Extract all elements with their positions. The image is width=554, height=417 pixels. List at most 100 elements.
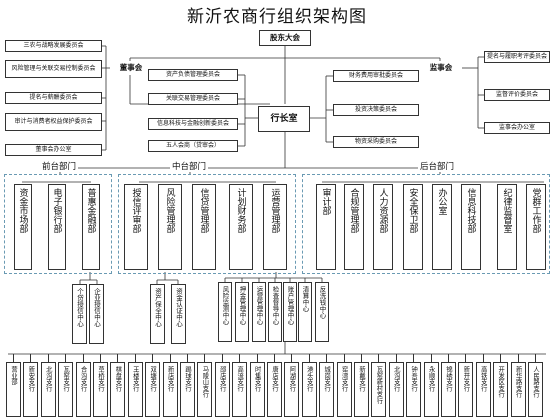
middle-department-label: 计划财务部 bbox=[235, 188, 246, 233]
middle-department: 授信评审部 bbox=[124, 184, 148, 270]
branch-connector bbox=[100, 354, 101, 362]
branch-label: 时集支行 bbox=[253, 366, 261, 392]
branch: 时集支行 bbox=[249, 362, 265, 417]
branch: 新戴支行 bbox=[354, 362, 369, 417]
branch-label: 草桥支行 bbox=[97, 366, 104, 392]
branch-label: 合沟支行 bbox=[79, 366, 87, 392]
branch: 马陵山支行 bbox=[197, 362, 213, 417]
branch: 草桥支行 bbox=[93, 362, 108, 417]
operations-center-label: 检查督导中心 bbox=[271, 286, 279, 325]
branch-label: 营业部 bbox=[10, 366, 17, 385]
branch-connector bbox=[169, 354, 171, 362]
middle-department-label: 授信评审部 bbox=[130, 188, 141, 233]
branch-connector bbox=[482, 354, 484, 362]
front-section-label: 前台部门 bbox=[40, 160, 79, 172]
branch-label: 港头支行 bbox=[305, 366, 313, 392]
branch-label: 阿湖支行 bbox=[288, 366, 296, 392]
branch-connector bbox=[517, 354, 519, 362]
back-department: 信息科技部 bbox=[461, 184, 481, 270]
middle-center-label: 资金认证中心 bbox=[174, 288, 183, 327]
branch-connector bbox=[465, 354, 467, 362]
operations-center: 账户管理中心 bbox=[283, 282, 297, 342]
back-department: 合规管理部 bbox=[344, 184, 364, 270]
branch: 新安支行 bbox=[23, 362, 39, 417]
board-committee: 风险管理与关联交易控制委员会 bbox=[5, 60, 102, 78]
back-department: 纪律监督室 bbox=[497, 184, 517, 270]
front-department-label: 资金市场部 bbox=[17, 188, 28, 233]
branch: 营业部 bbox=[6, 362, 21, 417]
branch-label: 棋盘支行 bbox=[114, 366, 122, 392]
branch-label: 踢球支行 bbox=[184, 366, 191, 392]
exec-committee: 财务费用审批委员会 bbox=[333, 70, 419, 82]
operations-center-label: 反洗钱中心 bbox=[318, 286, 326, 319]
branch-connector bbox=[274, 354, 275, 362]
branch-label: 北沟支行 bbox=[392, 366, 400, 392]
branch: 双塘支行 bbox=[145, 362, 161, 417]
branch-connector bbox=[291, 354, 293, 362]
branch-connector bbox=[134, 354, 136, 362]
board-committee: 审计与消费者权益保护委员会 bbox=[5, 113, 102, 131]
branch: 锦绣支行 bbox=[441, 362, 456, 417]
branch-connector bbox=[343, 354, 345, 362]
back-department: 人力资源部 bbox=[373, 184, 393, 270]
branch-connector bbox=[326, 354, 328, 362]
branch-label: 新开支行 bbox=[462, 366, 470, 392]
back-department-label: 审计部 bbox=[320, 188, 331, 215]
branch: 合沟支行 bbox=[75, 362, 91, 417]
branch-label: 邵店支行 bbox=[218, 366, 226, 392]
branch-connector bbox=[30, 354, 32, 362]
exec-committee: 投资决策委员会 bbox=[333, 104, 419, 116]
branch-connector bbox=[47, 354, 49, 362]
branch: 邵店支行 bbox=[214, 362, 230, 417]
branch-connector bbox=[13, 354, 14, 362]
middle-department-label: 信贷管理部 bbox=[198, 188, 209, 233]
branch: 人民路支行 bbox=[528, 362, 543, 417]
branch: 北沟支行 bbox=[388, 362, 404, 417]
branch-label: 永顺支行 bbox=[427, 366, 435, 392]
operations-center: 反洗钱中心 bbox=[315, 282, 329, 342]
board-of-directors: 董事会 bbox=[110, 61, 152, 75]
branch: 棋盘支行 bbox=[110, 362, 126, 417]
branch-connector bbox=[500, 354, 502, 362]
board-committee: 提名与薪酬委员会 bbox=[5, 92, 102, 104]
branch-label: 唐店支行 bbox=[271, 366, 278, 392]
operations-center-label: 运营管理中心 bbox=[255, 286, 263, 325]
branch-label: 人民路支行 bbox=[532, 366, 539, 398]
branch-connector bbox=[535, 354, 536, 362]
branch-connector bbox=[117, 354, 119, 362]
operations-center-label: 押金管理中心 bbox=[238, 286, 246, 325]
branch: 开发区支行 bbox=[493, 362, 509, 417]
supervisor-committee: 监督评价委员会 bbox=[484, 89, 550, 101]
supervisor-committee: 提名与履职考评委员会 bbox=[484, 51, 550, 63]
page-title: 新沂农商行组织架构图 bbox=[187, 7, 367, 27]
back-department: 审计部 bbox=[316, 184, 336, 270]
branch: 永顺支行 bbox=[423, 362, 439, 417]
branch: 瓦窑新村支行 bbox=[371, 362, 387, 417]
front-center-label: 个贷授信中心 bbox=[75, 288, 84, 327]
branch-label: 新戴支行 bbox=[358, 366, 365, 392]
branch-connector bbox=[256, 354, 258, 362]
operations-center-label: 风险监测中心 bbox=[221, 286, 229, 325]
back-department-label: 党群工作部 bbox=[530, 188, 541, 233]
branch-label: 王楼支行 bbox=[131, 366, 139, 392]
branch-label: 瓦窑新村支行 bbox=[375, 366, 383, 404]
branch-label: 瓦窑支行 bbox=[62, 366, 70, 392]
branch-connector bbox=[430, 354, 432, 362]
exec-committee: 关联交易管理委员会 bbox=[148, 93, 238, 105]
branch-label: 马陵山支行 bbox=[201, 366, 209, 398]
front-section-group bbox=[4, 174, 112, 274]
branch: 新店支行 bbox=[162, 362, 178, 417]
branch: 踢球支行 bbox=[180, 362, 195, 417]
branch: 钟吾支行 bbox=[406, 362, 422, 417]
branch: 阿湖支行 bbox=[284, 362, 300, 417]
branch-connector bbox=[308, 354, 310, 362]
front-department: 普惠金融部 bbox=[82, 184, 100, 270]
branch: 新华路支行 bbox=[510, 362, 526, 417]
operations-center-label: 账户管理中心 bbox=[286, 286, 294, 325]
branch-label: 新华路支行 bbox=[514, 366, 522, 398]
operations-center: 清算中心 bbox=[298, 282, 312, 342]
branch: 北沟支行 bbox=[40, 362, 56, 417]
middle-department: 信贷管理部 bbox=[192, 184, 216, 270]
front-department: 电子银行部 bbox=[48, 184, 66, 270]
